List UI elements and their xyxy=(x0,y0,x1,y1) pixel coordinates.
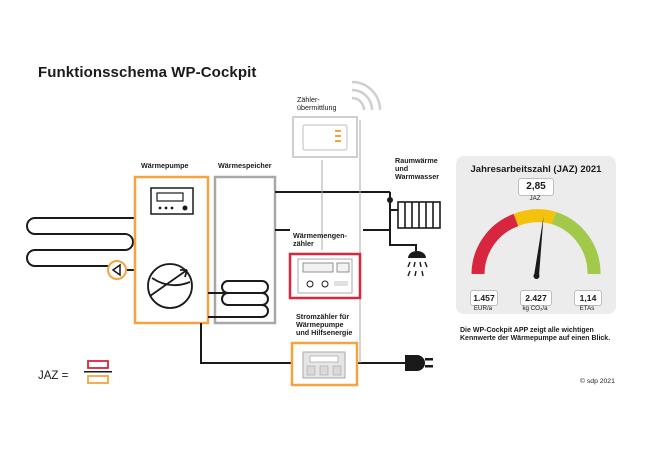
storage-coil xyxy=(208,280,269,318)
cockpit-caption: Die WP-Cockpit APP zeigt alle wichtigen … xyxy=(460,327,611,343)
power-meter-label-2: Wärmepumpe xyxy=(296,320,344,329)
circulation-pump-icon xyxy=(107,260,127,280)
metric-value: 1,14 xyxy=(574,290,602,306)
power-meter-label-1: Stromzähler für xyxy=(296,312,350,321)
wireless-icon xyxy=(351,80,382,111)
metric-caption: ETAs xyxy=(579,305,595,312)
copyright: © sdp 2021 xyxy=(580,378,615,385)
jaz-formula-fraction xyxy=(84,360,112,384)
cockpit-panel: Jahresarbeitszahl (JAZ) 2021 2,85 JAZ 1.… xyxy=(456,156,616,314)
page-title: Funktionsschema WP-Cockpit xyxy=(38,64,257,81)
metric-caption: EUR/a xyxy=(473,305,493,312)
gauge xyxy=(471,209,601,279)
storage-label: Wärmespeicher xyxy=(218,161,272,170)
power-meter-icon xyxy=(290,341,359,387)
jaz-caption: JAZ xyxy=(529,195,541,202)
room-heat-label-1: Raumwärme xyxy=(395,156,438,165)
meter-transfer-box xyxy=(292,116,358,158)
junction-dot xyxy=(387,197,393,203)
gauge-segment-yellow xyxy=(513,209,556,227)
cockpit-title: Jahresarbeitszahl (JAZ) 2021 xyxy=(470,164,602,175)
meter-transfer-label-1: Zähler- xyxy=(297,95,320,104)
metric-value: 2.427 xyxy=(520,290,552,306)
compressor-icon xyxy=(147,263,193,309)
ground-collector xyxy=(26,217,135,271)
gauge-needle xyxy=(533,216,544,279)
metric-value: 1.457 xyxy=(470,290,498,306)
heat-meter-label-1: Wärmemengen- xyxy=(293,231,347,240)
gauge-segment-red xyxy=(471,213,519,275)
jaz-value-box: 2,85 xyxy=(518,178,554,196)
controller-icon xyxy=(150,187,194,215)
shower-icon xyxy=(400,244,428,277)
room-heat-label-3: Warmwasser xyxy=(395,172,440,181)
gauge-segment-green xyxy=(551,211,601,275)
heat-meter-label-2: zähler xyxy=(293,239,314,248)
metric-caption: kg CO₂/a xyxy=(522,305,548,312)
heat-meter-icon xyxy=(288,252,362,300)
room-heat-label-2: und xyxy=(395,164,409,173)
meter-transfer-label-2: übermittlung xyxy=(297,103,337,112)
power-meter-label-3: und Hilfsenergie xyxy=(296,328,353,337)
power-plug-icon xyxy=(405,355,433,371)
jaz-formula-label: JAZ = xyxy=(38,370,69,382)
radiator-icon xyxy=(397,201,441,229)
storage-box xyxy=(213,175,277,325)
heat-pump-label: Wärmepumpe xyxy=(141,161,189,170)
